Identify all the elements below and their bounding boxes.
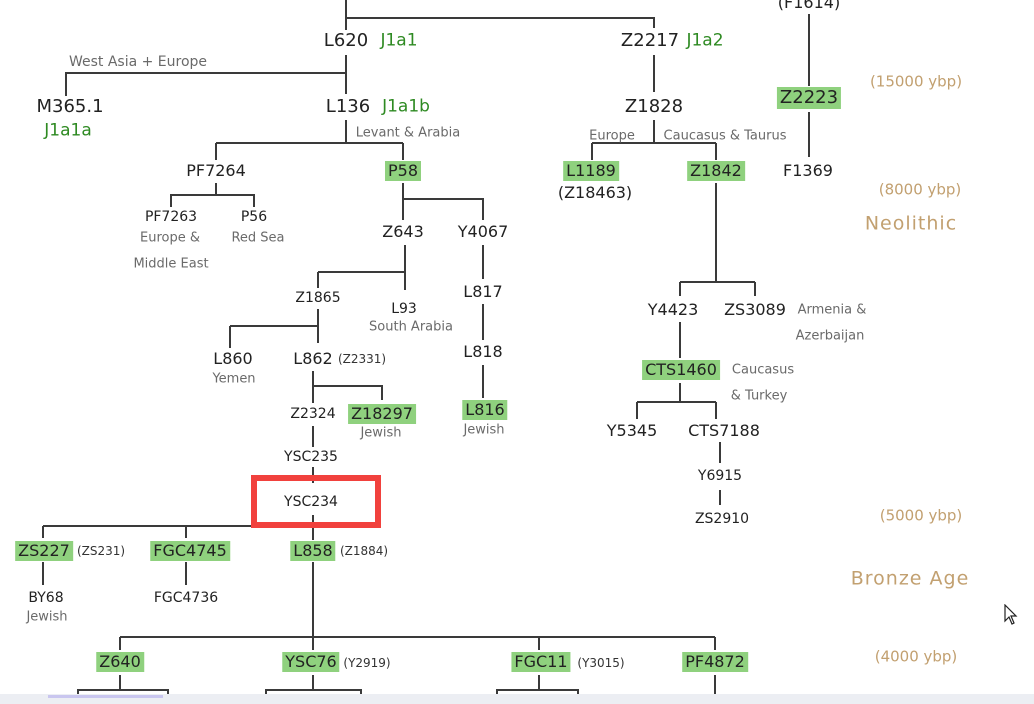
node-fgc11: FGC11	[511, 652, 571, 672]
node-l136: L136	[325, 96, 371, 117]
node-l818: L818	[463, 342, 503, 361]
selection-highlight-box	[251, 475, 381, 528]
node-z1828: Z1828	[624, 96, 684, 117]
node-y6915: Y6915	[697, 468, 743, 484]
timeline-bronze-age: Bronze Age	[850, 567, 970, 590]
node-l817: L817	[463, 282, 503, 301]
node-fgc4736: FGC4736	[153, 590, 219, 606]
haplogroup-z2217: J1a2	[686, 30, 724, 51]
region-jewish-by68: Jewish	[26, 609, 68, 625]
node-z640: Z640	[96, 652, 144, 672]
node-z1842: Z1842	[687, 161, 745, 181]
region-europe-and: Europe &	[140, 230, 200, 246]
alt-name-l858: (Z1884)	[339, 544, 389, 558]
node-l93: L93	[391, 301, 417, 317]
timeline-4000-ybp: (4000 ybp)	[874, 647, 958, 666]
node-ysc234: YSC234	[284, 494, 338, 510]
timeline-5000-ybp: (5000 ybp)	[879, 506, 963, 525]
mouse-cursor-icon	[1004, 604, 1018, 625]
alt-name-fgc11: (Y3015)	[577, 656, 625, 670]
haplogroup-l136: J1a1b	[382, 96, 430, 117]
node-l858: L858	[290, 541, 336, 561]
node-z1865: Z1865	[295, 290, 341, 306]
timeline-neolithic: Neolithic	[864, 212, 958, 235]
node-cts7188: CTS7188	[688, 421, 760, 440]
region-red-sea: Red Sea	[231, 230, 285, 246]
node-pf7263: PF7263	[144, 209, 198, 225]
node-p58: P58	[384, 161, 422, 181]
node-p56: P56	[240, 209, 268, 225]
node-by68: BY68	[28, 590, 64, 606]
node-pf7264: PF7264	[186, 161, 246, 180]
node-z18297: Z18297	[348, 404, 416, 424]
region-levant-arabia: Levant & Arabia	[355, 125, 461, 141]
alt-name-l1189: (Z18463)	[557, 183, 633, 202]
region-jewish-l816: Jewish	[463, 422, 505, 438]
node-pf4872: PF4872	[682, 652, 748, 672]
region-yemen: Yemen	[212, 371, 256, 387]
node-m3651: M365.1	[36, 96, 104, 117]
node-f1369: F1369	[783, 161, 833, 180]
node-f1614: (F1614)	[777, 0, 841, 12]
alt-name-zs227: (ZS231)	[76, 544, 126, 558]
alt-name-l862: (Z2331)	[337, 352, 387, 366]
node-z2324: Z2324	[290, 406, 336, 422]
haplogroup-m3651: J1a1a	[44, 120, 92, 141]
node-zs2910: ZS2910	[694, 511, 750, 527]
node-z2217: Z2217	[620, 30, 680, 51]
node-y5345: Y5345	[606, 421, 658, 440]
region-armenia: Armenia &	[797, 302, 867, 318]
node-ysc76: YSC76	[282, 652, 340, 672]
alt-name-ysc76: (Y2919)	[343, 656, 391, 670]
node-zs227: ZS227	[15, 541, 73, 561]
region-south-arabia: South Arabia	[369, 319, 453, 335]
region-jewish-z18297: Jewish	[360, 425, 402, 441]
node-l860: L860	[213, 349, 253, 368]
region-turkey: & Turkey	[730, 388, 788, 404]
timeline-15000-ybp: (15000 ybp)	[869, 72, 963, 91]
horizontal-scrollbar[interactable]	[0, 694, 1034, 704]
node-l816: L816	[462, 400, 508, 420]
node-z643: Z643	[382, 222, 424, 241]
node-fgc4745: FGC4745	[150, 541, 230, 561]
node-l1189: L1189	[563, 161, 619, 181]
node-ysc235: YSC235	[284, 449, 338, 465]
scrollbar-thumb[interactable]	[48, 695, 163, 698]
node-z2223: Z2223	[776, 87, 842, 109]
node-zs3089: ZS3089	[724, 300, 786, 319]
region-caucasus-taurus: Caucasus & Taurus	[663, 128, 787, 144]
node-l620: L620	[323, 30, 369, 51]
region-middle-east: Middle East	[133, 256, 209, 272]
haplogroup-l620: J1a1	[380, 30, 418, 51]
timeline-8000-ybp: (8000 ybp)	[878, 180, 962, 199]
region-azerbaijan: Azerbaijan	[795, 328, 865, 344]
region-caucasus: Caucasus	[731, 362, 795, 378]
node-cts1460: CTS1460	[642, 360, 720, 380]
region-europe: Europe	[589, 128, 635, 144]
node-y4067: Y4067	[457, 222, 509, 241]
node-l862: L862	[293, 349, 333, 368]
node-y4423: Y4423	[647, 300, 699, 319]
region-west-asia-europe: West Asia + Europe	[68, 54, 208, 70]
